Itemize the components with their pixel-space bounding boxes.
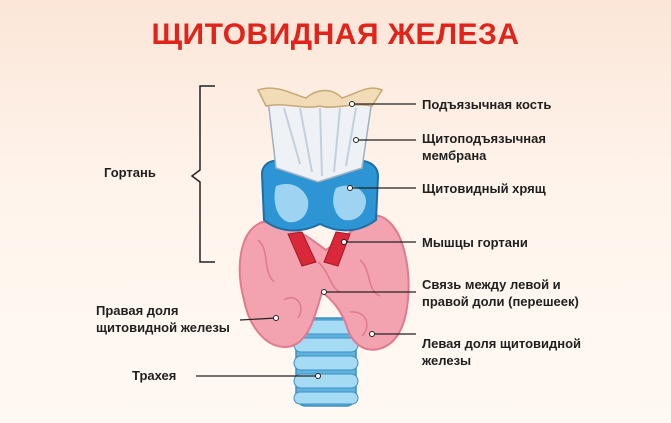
- label-thyrohyoid-membrane-line1: Щитоподъязычная: [422, 131, 546, 146]
- trachea: [293, 317, 359, 407]
- label-thyrohyoid-membrane-line2: мембрана: [422, 148, 487, 163]
- label-hyoid-bone: Подъязычная кость: [422, 97, 552, 112]
- thyroid-cartilage: [260, 159, 380, 232]
- label-larynx-muscles: Мышцы гортани: [422, 235, 528, 250]
- leader-lines: [196, 103, 416, 377]
- larynx-bracket: [190, 85, 215, 263]
- label-right-lobe-line1: Правая доля: [96, 303, 179, 318]
- label-left-lobe-line2: железы: [422, 353, 472, 368]
- label-left-lobe-line1: Левая доля щитовидной: [422, 336, 582, 351]
- label-thyroid-cartilage: Щитовидный хрящ: [422, 181, 546, 196]
- page-title: ЩИТОВИДНАЯ ЖЕЛЕЗА: [151, 18, 520, 51]
- label-isthmus-line2: правой доли (перешеек): [422, 294, 579, 309]
- label-isthmus-line1: Связь между левой и: [422, 277, 561, 292]
- leader-dots: [273, 101, 375, 379]
- label-right-lobe-line2: щитовидной железы: [96, 320, 230, 335]
- label-larynx: Гортань: [104, 165, 156, 180]
- label-trachea: Трахея: [132, 368, 177, 383]
